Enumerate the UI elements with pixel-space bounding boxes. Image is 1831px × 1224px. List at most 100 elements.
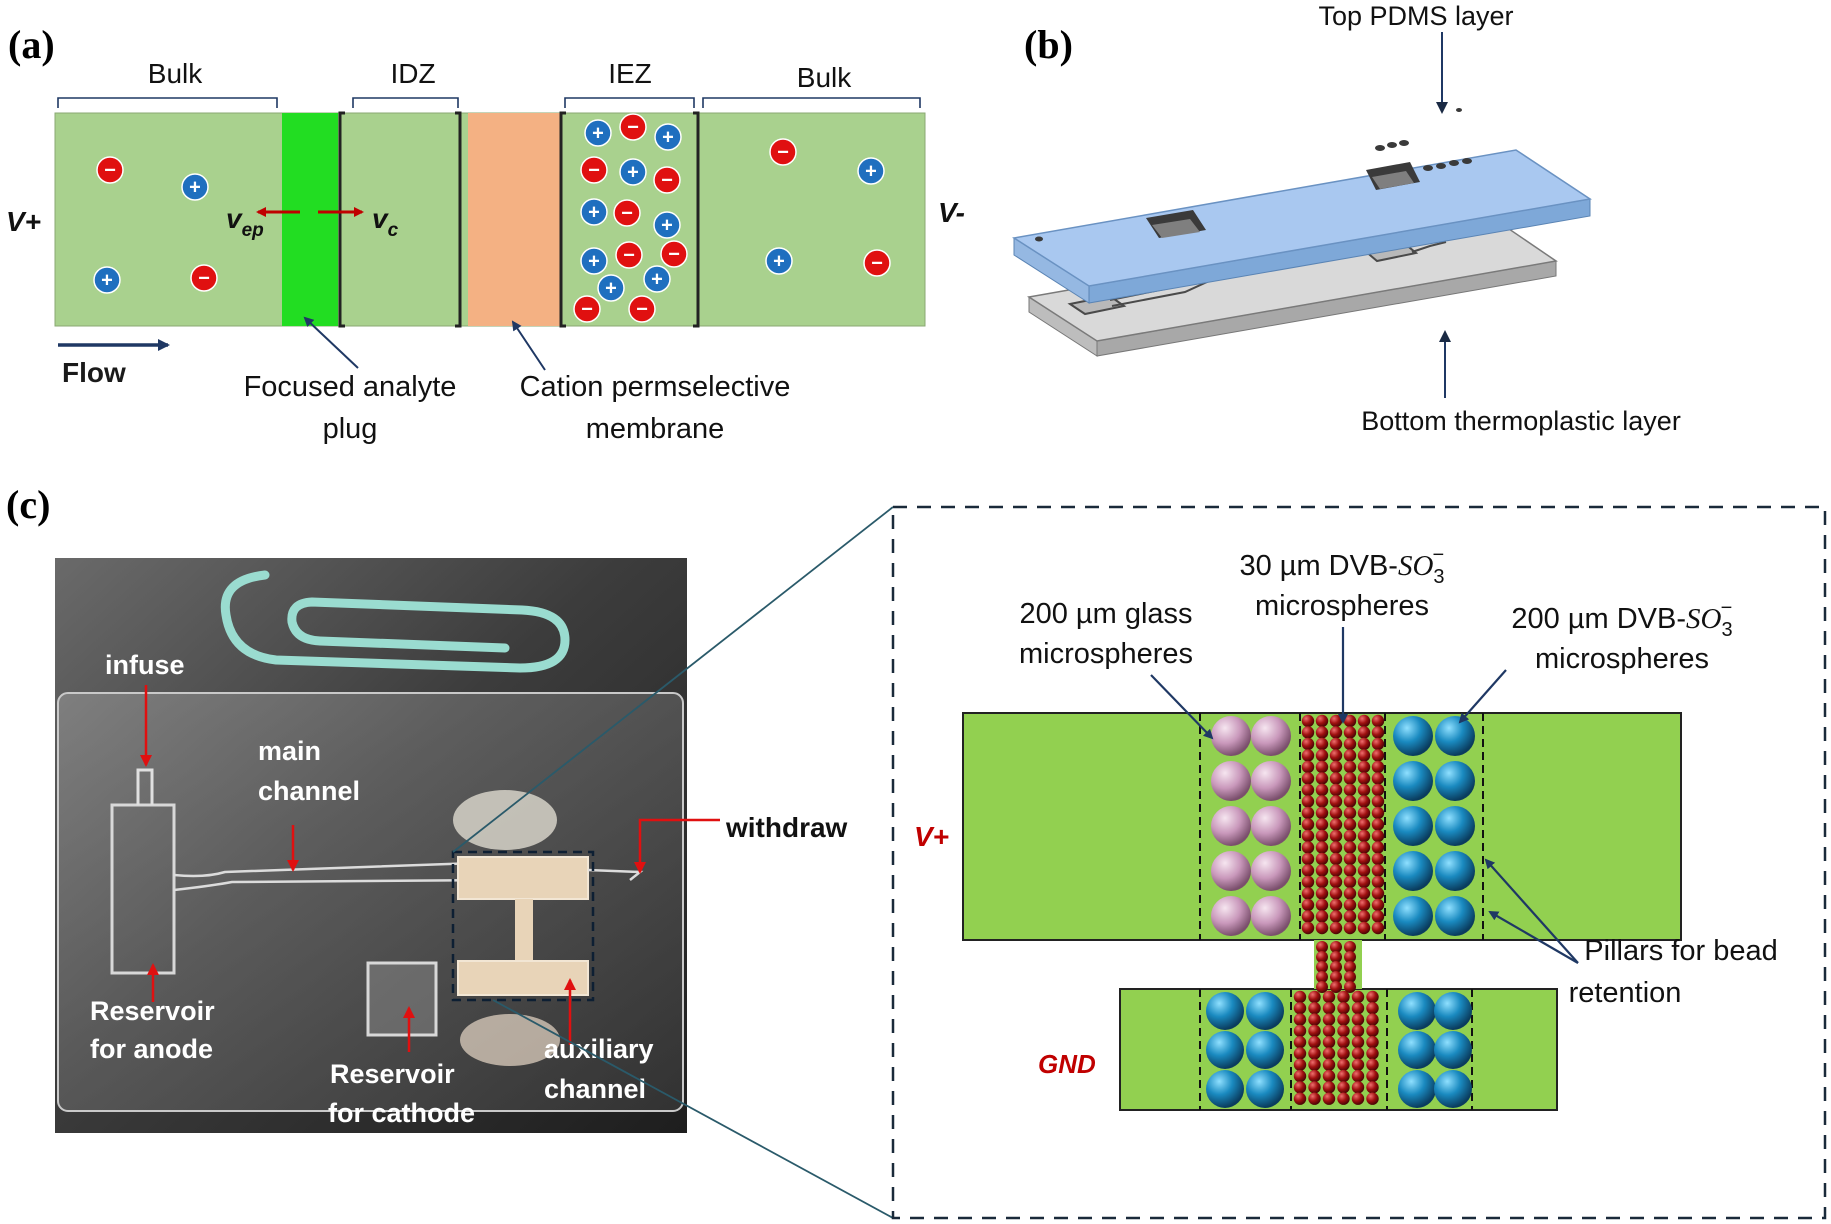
dvb-small-bead	[1315, 864, 1329, 877]
dvb-small-bead	[1371, 910, 1385, 923]
anion-icon: −	[96, 156, 124, 184]
glass-bead	[1251, 716, 1291, 756]
dvb-small-bead	[1337, 1036, 1350, 1049]
dvb-small-bead	[1301, 714, 1315, 728]
anion-icon: −	[615, 241, 643, 269]
dvb-small-bead	[1322, 1024, 1336, 1038]
svg-text:+: +	[592, 123, 604, 145]
dvb-small-bead	[1301, 818, 1315, 831]
dvb-large-bead	[1434, 1070, 1472, 1108]
withdraw-arrow	[634, 818, 720, 874]
dvb-small-bead	[1343, 726, 1357, 739]
anion-icon: −	[653, 166, 681, 194]
dvb-small-bead	[1316, 961, 1328, 973]
anion-icon: −	[769, 138, 797, 166]
dvb-small-bead	[1343, 921, 1357, 935]
dvb-large-bead	[1435, 896, 1475, 936]
dvb-small-bead	[1293, 1081, 1307, 1094]
v-minus-a: V-	[938, 197, 965, 228]
dvb-large-bead	[1434, 1031, 1472, 1069]
plug-label-2: plug	[323, 413, 378, 445]
dvb-small-bead	[1293, 1002, 1307, 1015]
dvb-small-bead	[1343, 829, 1357, 843]
membrane-label-2: membrane	[586, 413, 725, 445]
dvb-small-bead	[1301, 795, 1315, 808]
dvb-small-bead	[1371, 772, 1385, 785]
dvb-small-bead	[1322, 1036, 1336, 1049]
dvb-small-bead	[1366, 1092, 1379, 1105]
dvb-small-bead	[1293, 1047, 1307, 1060]
dvb-large-bead	[1246, 1031, 1284, 1069]
top-layer-top	[1011, 149, 1592, 287]
dvb30-label-1: 30 µm DVB-SO3−	[1239, 544, 1444, 588]
brace-iez	[564, 97, 695, 108]
dvb-small-bead	[1301, 887, 1315, 900]
dvb-small-bead	[1301, 737, 1315, 751]
panel-b-label: (b)	[1024, 22, 1073, 67]
beads	[1206, 714, 1475, 1108]
dvb-small-bead	[1371, 806, 1385, 820]
svg-text:+: +	[865, 161, 877, 183]
glass-bead	[1251, 761, 1291, 801]
zoom-schematic: 200 µm glass microspheres 30 µm DVB-SO3−…	[914, 544, 1778, 1111]
dvb-small-bead	[1301, 829, 1315, 843]
glass-bead	[1251, 896, 1291, 936]
dvb-small-bead	[1301, 760, 1315, 774]
dvb-large-bead	[1398, 1070, 1436, 1108]
cation-icon: +	[580, 247, 608, 275]
dvb-small-bead	[1337, 1024, 1350, 1038]
brace-bulk-left	[57, 97, 278, 108]
dvb-small-bead	[1371, 714, 1385, 728]
plug-pointer	[303, 316, 359, 369]
photo-bead-bridge	[515, 899, 533, 961]
dvb-small-bead	[1315, 726, 1329, 739]
dvb-small-bead	[1329, 772, 1343, 785]
dvb-small-bead	[1343, 818, 1357, 831]
dvb-small-bead	[1315, 737, 1329, 751]
dvb-small-bead	[1343, 841, 1357, 854]
dvb-small-bead	[1316, 951, 1328, 963]
cation-icon: +	[653, 211, 681, 239]
vep-label: vep	[226, 203, 264, 241]
dvb-small-bead	[1371, 795, 1385, 808]
dvb-small-bead	[1308, 990, 1321, 1004]
dvb-small-bead	[1293, 1058, 1307, 1072]
dvb-small-bead	[1344, 961, 1356, 973]
dvb-small-bead	[1293, 1013, 1307, 1026]
cation-icon: +	[181, 173, 209, 201]
anion-icon: −	[613, 199, 641, 227]
cation-icon: +	[619, 158, 647, 186]
glue-top	[453, 790, 557, 850]
dvb-large-bead	[1206, 992, 1244, 1030]
withdraw-label: withdraw	[725, 812, 848, 843]
dvb-small-bead	[1322, 990, 1336, 1004]
anion-icon: −	[628, 295, 656, 323]
dvb-small-bead	[1330, 981, 1342, 993]
idz-right-bracket	[455, 111, 462, 328]
dvb200-pointer	[1458, 669, 1507, 724]
dvb-small-bead	[1337, 1069, 1350, 1083]
dvb-small-bead	[1357, 887, 1371, 900]
dvb-small-bead	[1343, 852, 1357, 866]
panel-a: (a) Bulk IDZ IEZ Bulk V+ V-	[6, 22, 965, 445]
dvb-small-bead	[1293, 1092, 1307, 1105]
dvb-small-bead	[1357, 898, 1371, 912]
zoom-region	[451, 850, 595, 1002]
brace-idz	[352, 97, 459, 108]
dvb-small-bead	[1366, 1036, 1379, 1049]
svg-text:−: −	[198, 268, 210, 290]
dvb200-label-1: 200 µm DVB-SO3−	[1511, 597, 1732, 641]
anode-label-2: for anode	[90, 1034, 213, 1064]
cathode-label-2: for cathode	[328, 1098, 475, 1128]
dvb-small-bead	[1366, 1069, 1379, 1083]
glass-bead	[1211, 716, 1251, 756]
dvb-small-bead	[1308, 1047, 1321, 1060]
infuse-port	[136, 768, 154, 805]
cation-icon: +	[765, 247, 793, 275]
main-channel-label-1: main	[258, 736, 321, 766]
panel-a-label: (a)	[8, 22, 55, 67]
dvb200-label-2: microspheres	[1535, 643, 1709, 675]
dvb-small-bead	[1308, 1069, 1321, 1083]
dvb-small-bead	[1329, 864, 1343, 877]
dvb-large-bead	[1435, 761, 1475, 801]
